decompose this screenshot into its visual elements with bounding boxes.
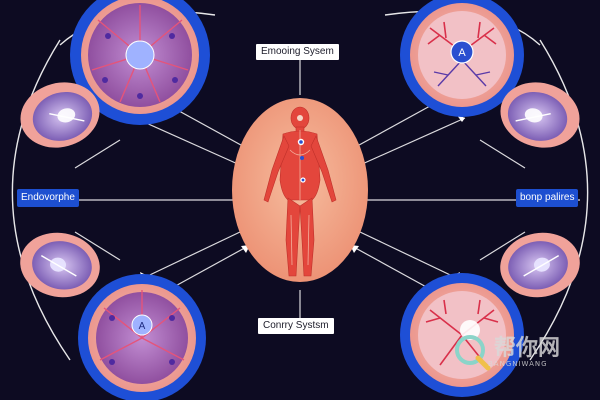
watermark: 帮你网 BANGNIWANG — [452, 330, 598, 376]
human-figure-icon — [263, 106, 337, 277]
badge-letter-top: A — [458, 47, 466, 59]
cell-icon — [20, 82, 580, 298]
watermark-chinese: 帮你网 — [494, 336, 561, 361]
bottom-left-gland-icon: A — [78, 274, 206, 400]
label-top-center: Emooing Sysem — [256, 44, 339, 60]
top-left-gland-icon — [70, 0, 210, 125]
watermark-logo-icon — [455, 335, 491, 371]
badge-letter-bottom: A — [139, 321, 146, 332]
label-left: Endovorphe — [17, 189, 79, 207]
bottom-right-gland-icon — [400, 273, 524, 397]
watermark-latin: BANGNIWANG — [488, 360, 548, 368]
label-right: bonp palires — [516, 189, 579, 207]
top-right-gland-icon: A — [400, 0, 524, 117]
label-bottom-center: Conrry Systsm — [258, 318, 334, 334]
